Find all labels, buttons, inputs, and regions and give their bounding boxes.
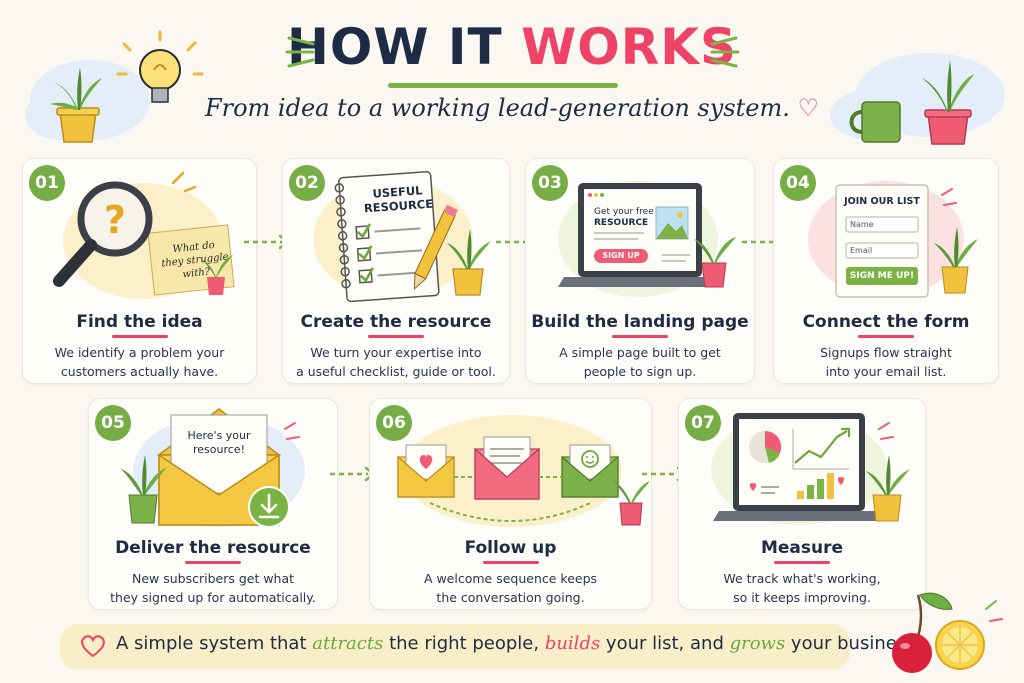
step-description: A simple page built to get people to sig… bbox=[526, 343, 754, 381]
desc-line-1: A simple page built to get bbox=[559, 345, 721, 360]
title-underline-accent bbox=[612, 335, 668, 338]
form-signup-button: SIGN ME UP! bbox=[849, 271, 915, 281]
step-number-badge: 04 bbox=[780, 165, 816, 201]
step-card-03: Get your free RESOURCE SIGN UP 03 Build … bbox=[525, 158, 755, 384]
step-number-badge: 03 bbox=[532, 165, 568, 201]
step-card-06: 06 Follow up A welcome sequence keeps th… bbox=[369, 398, 652, 610]
step-title: Follow up bbox=[464, 538, 557, 558]
footer-text-3: your list, and bbox=[600, 633, 730, 654]
step-card-07: 07 Measure We track what's working, so i… bbox=[678, 398, 926, 610]
question-mark-icon: ? bbox=[104, 198, 126, 242]
footer-highlight-builds: builds bbox=[544, 633, 601, 654]
decor-top-left bbox=[25, 30, 204, 143]
mug-icon bbox=[849, 101, 901, 143]
desc-line-2: people to sign up. bbox=[583, 364, 697, 379]
step-title: Connect the form bbox=[802, 312, 970, 332]
title-underline bbox=[388, 83, 618, 88]
lightbulb-icon bbox=[116, 30, 204, 103]
step-description: New subscribers get what they signed up … bbox=[89, 569, 337, 607]
envelope-illustration bbox=[121, 408, 305, 528]
page-subtitle: From idea to a working lead-generation s… bbox=[0, 94, 1024, 122]
step-description: We turn your expertise into a useful che… bbox=[283, 343, 509, 381]
desc-line-2: so it keeps improving. bbox=[733, 590, 871, 605]
heart-icon: ♡ bbox=[797, 94, 820, 122]
desc-line-1: We track what's working, bbox=[723, 571, 881, 586]
footer-highlight-attracts: attracts bbox=[312, 633, 384, 654]
cherry-lemon-decor bbox=[892, 592, 1003, 673]
magnifier-illustration: ? bbox=[53, 171, 235, 299]
letter-line-1: Here's your bbox=[187, 429, 251, 442]
screen-heading: Get your free RESOURCE bbox=[594, 207, 654, 229]
desc-line-1: New subscribers get what bbox=[131, 571, 295, 586]
step-title: Measure bbox=[760, 538, 844, 558]
title-underline-accent bbox=[858, 335, 914, 338]
step-title: Deliver the resource bbox=[115, 538, 311, 558]
step-title: Find the idea bbox=[76, 312, 203, 332]
desc-line-2: customers actually have. bbox=[60, 364, 219, 379]
screen-signup-button: SIGN UP bbox=[602, 251, 640, 260]
step-description: We identify a problem your customers act… bbox=[23, 343, 256, 381]
step-description: A welcome sequence keeps the conversatio… bbox=[370, 569, 651, 607]
cherry-icon bbox=[892, 633, 932, 673]
screen-heading-line-2: RESOURCE bbox=[594, 218, 649, 228]
laptop-illustration bbox=[558, 181, 736, 297]
letter-line-2: resource! bbox=[193, 443, 245, 456]
screen-heading-line-1: Get your free bbox=[594, 207, 654, 217]
desc-line-1: We turn your expertise into bbox=[310, 345, 482, 360]
footer-text-4: your business. bbox=[785, 633, 922, 654]
step-card-04: JOIN OUR LIST Name Email SIGN ME UP! 04 … bbox=[773, 158, 999, 384]
desc-line-2: into your email list. bbox=[825, 364, 947, 379]
subtitle-text: From idea to a working lead-generation s… bbox=[204, 94, 790, 122]
footer-text-2: the right people, bbox=[383, 633, 545, 654]
desc-line-1: We identify a problem your bbox=[54, 345, 225, 360]
title-part-works: WORKS bbox=[521, 18, 737, 76]
step-card-02: USEFUL RESOURCE 02 Create the resource W… bbox=[282, 158, 510, 384]
step-number-badge: 06 bbox=[376, 405, 412, 441]
title-underline-accent bbox=[368, 335, 424, 338]
analytics-laptop-illustration bbox=[711, 413, 910, 525]
step-number-badge: 07 bbox=[685, 405, 721, 441]
step-card-05: Here's your resource! 05 Deliver the res… bbox=[88, 398, 338, 610]
title-underline-accent bbox=[774, 561, 830, 564]
footer-band bbox=[60, 624, 850, 670]
desc-line-1: A welcome sequence keeps bbox=[423, 571, 598, 586]
sparkle-left-icon bbox=[285, 36, 315, 68]
title-part-how-it: HOW IT bbox=[287, 18, 503, 76]
desc-line-2: they signed up for automatically. bbox=[110, 590, 316, 605]
step-card-01: ? What do they struggle with? 01 Find th… bbox=[22, 158, 257, 384]
footer-highlight-grows: grows bbox=[729, 633, 786, 654]
step-number-badge: 02 bbox=[289, 165, 325, 201]
step-number-badge: 01 bbox=[29, 165, 65, 201]
title-underline-accent bbox=[111, 335, 168, 338]
form-illustration bbox=[808, 181, 978, 298]
email-sequence-illustration bbox=[397, 415, 650, 527]
title-underline-accent bbox=[185, 561, 241, 564]
notebook-illustration bbox=[313, 171, 491, 303]
form-name-field: Name bbox=[850, 220, 874, 229]
desc-line-2: the conversation going. bbox=[436, 590, 585, 605]
form-email-field: Email bbox=[850, 246, 873, 255]
step-title: Build the landing page bbox=[531, 312, 749, 332]
title-underline-accent bbox=[482, 561, 539, 564]
desc-line-2: a useful checklist, guide or tool. bbox=[296, 364, 496, 379]
form-title: JOIN OUR LIST bbox=[844, 196, 920, 207]
smiley-icon bbox=[581, 450, 599, 468]
step-description: Signups flow straight into your email li… bbox=[774, 343, 998, 381]
step-number-badge: 05 bbox=[95, 405, 131, 441]
heart-outline-icon bbox=[81, 635, 105, 658]
decor-top-right bbox=[830, 53, 1005, 145]
letter-text: Here's your resource! bbox=[171, 429, 267, 457]
footer-text-1: A simple system that bbox=[116, 633, 313, 654]
step-title: Create the resource bbox=[300, 312, 492, 332]
footer-tagline: A simple system that attracts the right … bbox=[116, 633, 921, 654]
sparkle-right-icon bbox=[710, 36, 740, 68]
desc-line-1: Signups flow straight bbox=[820, 345, 952, 360]
step-description: We track what's working, so it keeps imp… bbox=[679, 569, 925, 607]
page-title: HOW IT WORKS bbox=[0, 18, 1024, 76]
sticky-note: What do they struggle with? bbox=[157, 237, 233, 283]
